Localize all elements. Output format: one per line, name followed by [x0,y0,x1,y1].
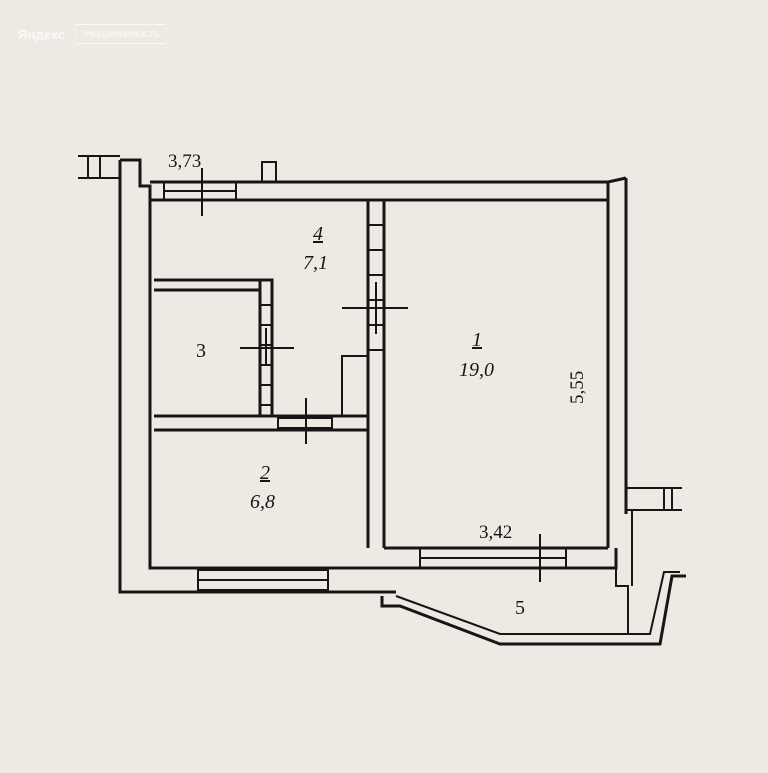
room-5-number: 5 [515,597,525,619]
niche [341,355,368,416]
balcony-inner [395,571,680,635]
room-1-area: 19,0 [459,359,494,381]
walls-room3 [154,278,274,416]
wall-stub-right [626,487,682,511]
partition-room1-left [366,200,386,548]
room-4-number: 4 [313,223,323,245]
outer-wall-left-inner [148,186,396,570]
watermark-tag: Недвижимость [75,24,178,44]
watermark-logo: Яндекс [18,26,66,42]
balcony-outline [380,574,686,646]
partition-room2-top [154,414,368,432]
room-4-area: 7,1 [303,252,328,274]
room-3-number: 3 [196,340,206,362]
balcony-right-wall [615,510,633,634]
dimension-balcony-wall: 3,42 [479,522,513,543]
vent-stub [261,161,277,183]
outer-wall-left [118,160,396,594]
room-2-number: 2 [260,462,270,484]
brick-hatching [260,224,384,406]
watermark: Яндекс Недвижимость [18,24,178,44]
wall-stub-left [78,155,120,179]
section-marks [201,168,541,582]
outer-wall-right [606,178,628,548]
room-2-area: 6,8 [250,491,275,513]
dimension-right-wall: 5,55 [567,370,588,404]
dimension-top-wall: 3,73 [168,151,202,172]
room-1-number: 1 [472,329,482,351]
